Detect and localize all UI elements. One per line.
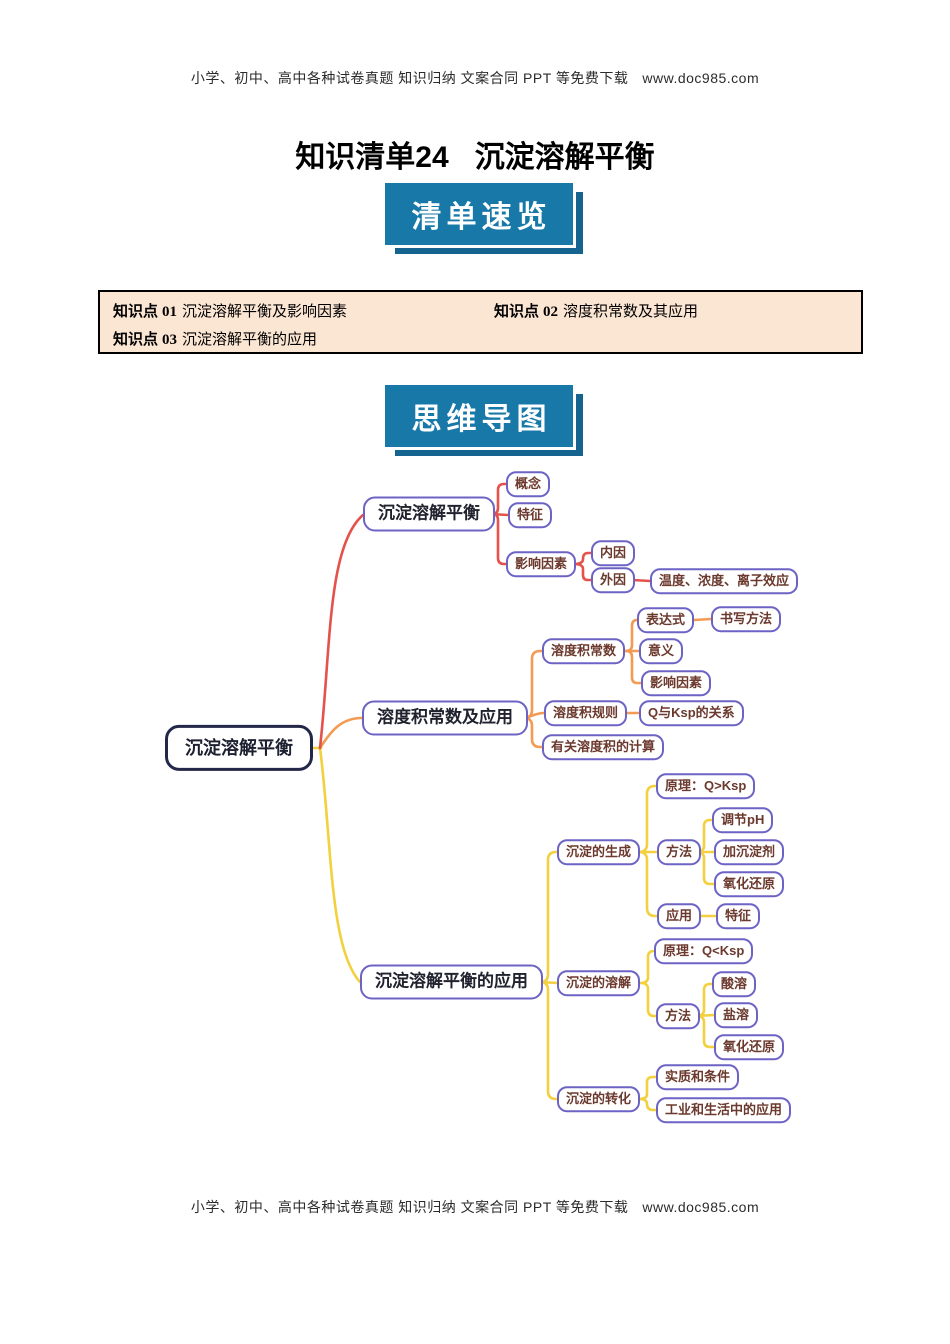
header-text: 小学、初中、高中各种试卷真题 知识归纳 文案合同 PPT 等免费下载	[190, 70, 629, 86]
mindmap-node-precipitate-dissolution: 沉淀的溶解	[557, 970, 641, 996]
page-title-topic: 沉淀溶解平衡	[474, 141, 655, 174]
kp3-label: 知识点	[113, 331, 159, 348]
mindmap-node-industry-life-application: 工业和生活中的应用	[656, 1097, 792, 1123]
page-title: 知识清单24 沉淀溶解平衡	[0, 132, 950, 176]
mindmap-node-equilibrium: 沉淀溶解平衡	[363, 496, 495, 532]
mindmap-node-formation-redox: 氧化还原	[714, 871, 785, 897]
mindmap-node-ksp-calculation: 有关溶度积的计算	[542, 734, 665, 760]
kp3-number: 03	[162, 332, 178, 348]
kp2-number: 02	[543, 304, 559, 320]
mindmap-node-acid-dissolution: 酸溶	[712, 971, 757, 997]
mindmap-root-node: 沉淀溶解平衡	[165, 724, 313, 772]
mindmap-node-ksp-rule: 溶度积规则	[544, 700, 628, 726]
mindmap-node-ksp-factors: 影响因素	[641, 670, 712, 696]
mindmap-node-external-detail: 温度、浓度、离子效应	[650, 568, 799, 594]
branch3-connectors	[303, 746, 718, 1112]
banner-overview-label: 清单速览	[411, 201, 552, 234]
kp2-text: 溶度积常数及其应用	[563, 303, 699, 320]
kp2-label: 知识点	[494, 303, 540, 320]
mindmap-node-ksp-application: 溶度积常数及应用	[362, 700, 528, 736]
mindmap-node-dissolution-redox: 氧化还原	[714, 1034, 785, 1060]
header-site-url: www.doc985.com	[642, 70, 760, 86]
mindmap-node-writing-method: 书写方法	[711, 606, 782, 632]
banner-overview: 清单速览	[385, 183, 573, 245]
mindmap-node-feature: 特征	[508, 502, 553, 528]
mindmap-node-formation-application: 应用	[657, 903, 702, 929]
page-title-number: 知识清单24	[295, 141, 449, 174]
kp1-number: 01	[162, 304, 178, 320]
mindmap-node-internal-cause: 内因	[591, 540, 636, 566]
mindmap-node-essence-conditions: 实质和条件	[656, 1064, 740, 1090]
footer-text: 小学、初中、高中各种试卷真题 知识归纳 文案合同 PPT 等免费下载	[190, 1199, 629, 1215]
page-footer: 小学、初中、高中各种试卷真题 知识归纳 文案合同 PPT 等免费下载 www.do…	[0, 1197, 950, 1217]
banner-mindmap: 思维导图	[385, 385, 573, 447]
mindmap-node-influencing-factors: 影响因素	[506, 551, 577, 577]
banner-mindmap-label: 思维导图	[411, 403, 552, 436]
mindmap-node-dissolution-principle: 原理：Q<Ksp	[654, 938, 754, 964]
mindmap-node-formation-feature: 特征	[716, 903, 761, 929]
mindmap-node-dissolution-method: 方法	[656, 1003, 701, 1029]
mindmap-node-precipitate-formation: 沉淀的生成	[557, 839, 641, 865]
mindmap-node-expression: 表达式	[637, 607, 695, 633]
mindmap-node-adjust-ph: 调节pH	[712, 807, 774, 833]
page-header: 小学、初中、高中各种试卷真题 知识归纳 文案合同 PPT 等免费下载 www.do…	[0, 68, 950, 88]
footer-site-url: www.doc985.com	[642, 1199, 760, 1215]
mindmap-node-formation-method: 方法	[657, 839, 702, 865]
mindmap-node-ksp-constant: 溶度积常数	[542, 638, 626, 664]
kp3-text: 沉淀溶解平衡的应用	[182, 331, 318, 348]
kp1-label: 知识点	[113, 303, 159, 320]
mindmap-node-add-precipitant: 加沉淀剂	[714, 839, 785, 865]
mindmap-node-meaning: 意义	[639, 638, 684, 664]
mindmap-node-formation-principle: 原理：Q>Ksp	[656, 773, 756, 799]
mindmap-node-application: 沉淀溶解平衡的应用	[360, 964, 543, 1000]
mindmap-node-q-ksp-relation: Q与Ksp的关系	[639, 700, 744, 726]
mindmap-node-external-cause: 外因	[591, 567, 636, 593]
mindmap-node-precipitate-conversion: 沉淀的转化	[557, 1086, 641, 1112]
mindmap-node-concept: 概念	[506, 471, 551, 497]
kp1-text: 沉淀溶解平衡及影响因素	[182, 303, 348, 320]
mindmap-node-salt-dissolution: 盐溶	[714, 1002, 759, 1028]
